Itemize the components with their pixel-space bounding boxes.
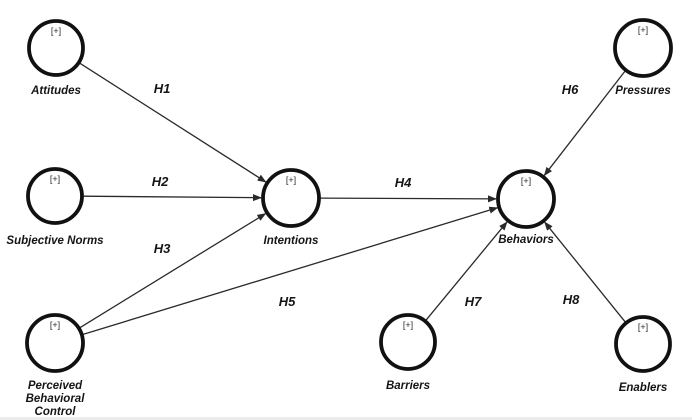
node-indicator-subjective-norms: [+]	[50, 174, 60, 184]
node-attitudes	[27, 19, 85, 77]
node-indicator-attitudes: [+]	[51, 26, 61, 36]
node-label-perceived-behavioral-control: Perceived	[28, 380, 83, 392]
edge-label-h7: H7	[465, 294, 482, 309]
edge-h2	[82, 194, 262, 202]
edge-label-h5: H5	[279, 294, 296, 309]
node-label-subjective-norms: Subjective Norms	[6, 235, 103, 247]
node-behaviors	[496, 169, 556, 229]
bottom-edge	[0, 417, 692, 420]
node-indicator-enablers: [+]	[638, 322, 648, 332]
edge-h5	[82, 206, 499, 336]
edge-h6	[543, 70, 626, 177]
node-indicator-pressures: [+]	[638, 25, 648, 35]
node-label-enablers: Enablers	[619, 382, 668, 394]
node-indicator-behaviors: [+]	[521, 176, 531, 186]
edge-label-h2: H2	[152, 174, 169, 189]
edge-label-h4: H4	[395, 175, 412, 190]
node-label-attitudes: Attitudes	[30, 85, 81, 97]
edge-label-h6: H6	[562, 82, 579, 97]
edge-label-h8: H8	[563, 292, 580, 307]
node-subjective-norms	[26, 167, 84, 225]
node-label-perceived-behavioral-control: Control	[35, 406, 77, 418]
node-label-behaviors: Behaviors	[498, 234, 554, 246]
node-indicator-barriers: [+]	[403, 320, 413, 330]
edge-h7	[425, 221, 508, 321]
edge-h3	[79, 213, 267, 329]
edge-label-h1: H1	[154, 81, 171, 96]
edge-h8	[544, 221, 626, 323]
node-label-perceived-behavioral-control: Behavioral	[26, 393, 86, 405]
edges-layer	[79, 62, 626, 336]
node-indicator-perceived-behavioral-control: [+]	[50, 320, 60, 330]
node-perceived-behavioral-control	[25, 313, 85, 373]
node-label-intentions: Intentions	[264, 235, 319, 247]
node-barriers	[379, 313, 437, 371]
edge-h4	[319, 195, 497, 203]
node-label-pressures: Pressures	[615, 85, 671, 97]
node-pressures	[613, 18, 673, 78]
node-indicator-intentions: [+]	[286, 175, 296, 185]
node-intentions	[261, 168, 321, 228]
edge-label-h3: H3	[154, 241, 171, 256]
edge-h1	[79, 62, 267, 183]
node-label-barriers: Barriers	[386, 380, 430, 392]
node-enablers	[614, 315, 672, 373]
nodes-layer	[25, 18, 673, 373]
